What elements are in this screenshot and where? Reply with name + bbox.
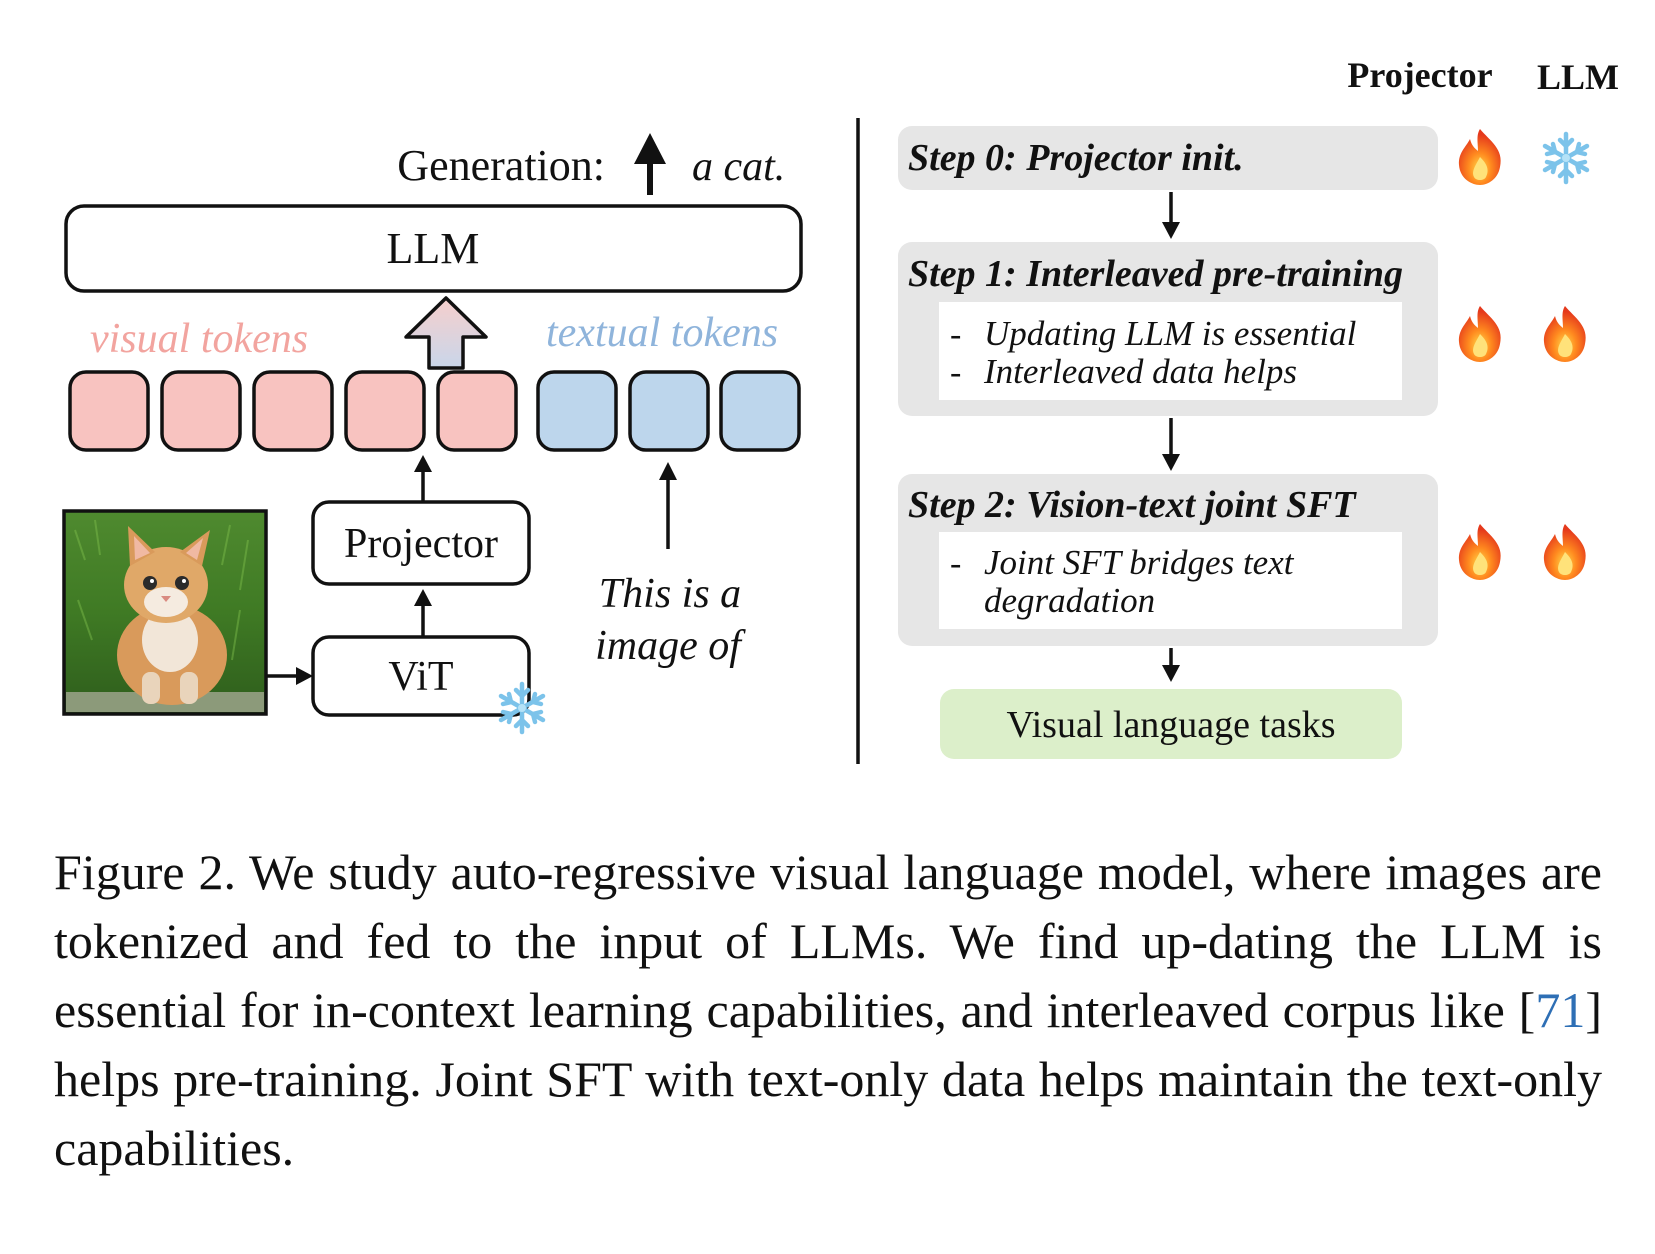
text-to-tokens-arrow: [659, 462, 677, 549]
textual-token: [536, 370, 618, 452]
header-llm: LLM: [1537, 57, 1619, 97]
step-2-note: [939, 532, 1402, 629]
step-1-bullet: Interleaved data helps: [983, 352, 1297, 391]
visual-token: [252, 370, 334, 452]
step-1-bullet-dash: -: [950, 354, 961, 391]
visual-token: [344, 370, 426, 452]
step-1-bullet-dash: -: [950, 316, 961, 353]
caption-text-end: ] helps pre-training. Joint SFT with tex…: [54, 982, 1602, 1176]
tokens-to-llm-arrow: [404, 296, 488, 370]
step-1-note: [939, 302, 1402, 400]
generation-output: a cat.: [692, 144, 785, 190]
step-2-bullet-dash: -: [950, 545, 961, 582]
kitten-image: [62, 509, 268, 716]
visual-token-row: [68, 370, 518, 452]
visual-token: [160, 370, 242, 452]
step-0-box: [898, 126, 1438, 190]
figure-caption: Figure 2. We study auto-regressive visua…: [54, 838, 1602, 1183]
textual-token: [719, 370, 801, 452]
caption-text: Figure 2. We study auto-regressive visua…: [54, 844, 1602, 1038]
step-arrow: [1162, 192, 1180, 239]
textual-tokens-label: textual tokens: [546, 310, 778, 356]
generation-arrow: [634, 133, 666, 195]
step-arrow: [1162, 418, 1180, 471]
projector-label: Projector: [344, 521, 498, 567]
header-projector: Projector: [1347, 55, 1492, 95]
vit-to-projector-arrow: [414, 589, 432, 636]
step-1-bullet: Updating LLM is essential: [984, 314, 1356, 353]
step-arrow: [1162, 648, 1180, 682]
snowflake-icon: [1545, 134, 1587, 182]
step-2-bullet: Joint SFT bridges text: [984, 543, 1295, 582]
visual-tokens-label: visual tokens: [90, 316, 308, 362]
image-to-vit-arrow: [266, 667, 313, 685]
step-2-title: Step 2: Vision-text joint SFT: [908, 484, 1357, 526]
vit-label: ViT: [388, 654, 453, 700]
fire-icon: [1543, 524, 1586, 580]
textual-token-row: [536, 370, 801, 452]
llm-label: LLM: [387, 224, 480, 273]
visual-token: [436, 370, 518, 452]
fire-icon: [1458, 306, 1501, 362]
textual-token: [628, 370, 710, 452]
fire-icon: [1458, 129, 1501, 185]
visual-token: [68, 370, 150, 452]
citation-link[interactable]: 71: [1535, 982, 1586, 1038]
figure-diagram: Generation: a cat. LLM visual tokens tex…: [62, 55, 1619, 764]
step-0-title: Step 0: Projector init.: [908, 137, 1244, 179]
fire-icon: [1543, 306, 1586, 362]
projector-to-tokens-arrow: [414, 455, 432, 501]
step-2-bullet: degradation: [984, 581, 1155, 620]
projector-box: [311, 500, 531, 586]
input-text-line1: This is a: [599, 571, 741, 617]
fire-icon: [1458, 524, 1501, 580]
llm-box: [64, 204, 803, 293]
step-1-title: Step 1: Interleaved pre-training: [908, 253, 1403, 295]
generation-label: Generation:: [397, 141, 605, 190]
visual-language-tasks-box: [940, 689, 1402, 759]
input-text-line2: image of: [595, 623, 746, 669]
visual-language-tasks-label: Visual language tasks: [1006, 704, 1335, 746]
